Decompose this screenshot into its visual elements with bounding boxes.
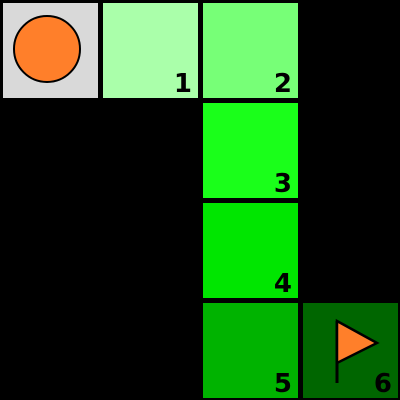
- path-tile-5[interactable]: 5: [203, 303, 298, 398]
- tile-number: 2: [273, 69, 292, 99]
- tile-number: 4: [273, 269, 292, 299]
- path-tile-3[interactable]: 3: [203, 103, 298, 198]
- tile-number: 5: [273, 369, 292, 399]
- path-tile-4[interactable]: 4: [203, 203, 298, 298]
- path-tile-2[interactable]: 2: [203, 3, 298, 98]
- tile-number: 3: [273, 169, 292, 199]
- flag-icon: [335, 318, 380, 383]
- goal-tile-6[interactable]: 6: [303, 303, 398, 398]
- tile-number: 6: [373, 369, 392, 399]
- start-tile[interactable]: [3, 3, 98, 98]
- tile-number: 1: [173, 69, 192, 99]
- player-piece-icon[interactable]: [13, 15, 81, 83]
- path-tile-1[interactable]: 1: [103, 3, 198, 98]
